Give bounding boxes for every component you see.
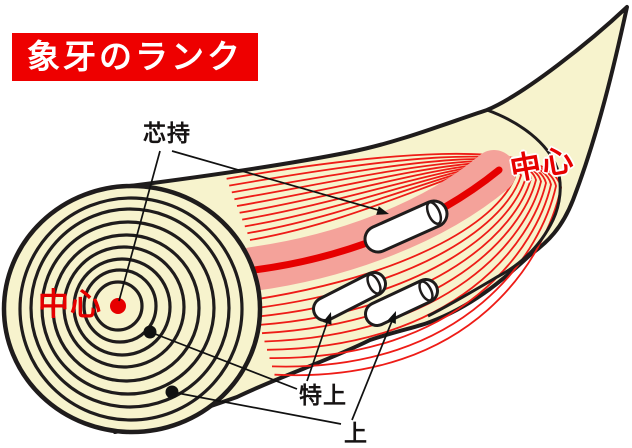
- label-center-left: 中心: [38, 287, 102, 322]
- cylinder-tokujo: [312, 271, 387, 322]
- label-jo: 上: [344, 420, 368, 446]
- diagram-title: 象牙のランク: [12, 33, 258, 81]
- cutface-boundary: [427, 108, 562, 318]
- cylinder-jo: [364, 278, 439, 327]
- pointer-arrowheads: [322, 206, 396, 325]
- pointer-lines: [118, 150, 395, 425]
- cross-section-rings: [18, 196, 244, 422]
- label-tokujo: 特上: [299, 382, 347, 408]
- cross-section-face: [1, 183, 263, 435]
- growth-rings-cutface: [226, 152, 562, 377]
- label-shinmochi: 芯持: [143, 120, 191, 146]
- center-dot: [110, 298, 126, 314]
- cylinder-shinmochi: [363, 199, 449, 254]
